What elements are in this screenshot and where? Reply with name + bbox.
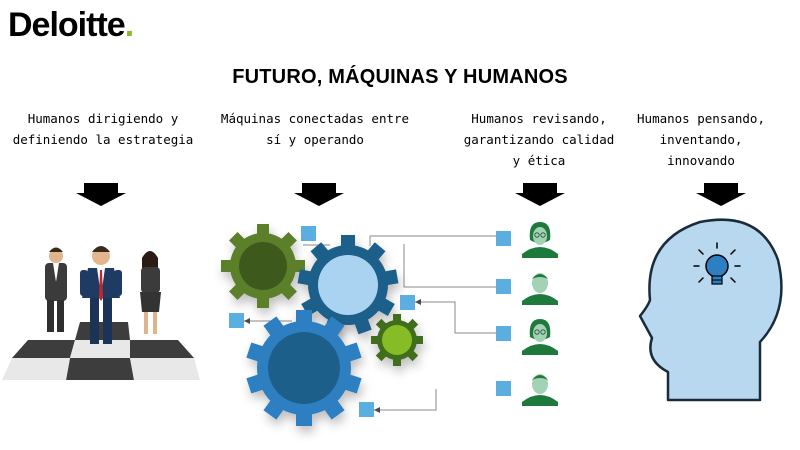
caption-line: innovando	[667, 153, 735, 168]
deloitte-logo: Deloitte.	[8, 6, 135, 45]
caption-line: garantizando calidad	[463, 132, 615, 147]
logo-dot: .	[124, 6, 135, 44]
caption-line: Máquinas conectadas entre	[220, 111, 410, 126]
caption-line: definiendo la estrategia	[12, 132, 194, 147]
caption-line: sí y operando	[266, 132, 364, 147]
caption-review: Humanos revisando, garantizando calidad …	[444, 108, 634, 171]
down-arrow-icon	[696, 183, 746, 206]
logo-text: Deloitte	[8, 6, 126, 44]
lightbulb-icon	[693, 242, 741, 285]
caption-thinking: Humanos pensando, inventando, innovando	[606, 108, 796, 171]
caption-strategy: Humanos dirigiendo y definiendo la estra…	[8, 108, 198, 150]
page-title: FUTURO, MÁQUINAS Y HUMANOS	[232, 66, 568, 88]
down-arrow-icon	[515, 183, 565, 206]
caption-line: inventando,	[659, 132, 743, 147]
head-lightbulb-icon	[638, 218, 783, 402]
caption-line: Humanos pensando,	[637, 111, 765, 126]
caption-line: Humanos revisando,	[471, 111, 607, 126]
caption-line: Humanos dirigiendo y	[27, 111, 179, 126]
down-arrow-icon	[294, 183, 344, 206]
business-people-chessboard-icon	[2, 246, 200, 380]
reviewers-icon	[522, 222, 558, 406]
caption-machines: Máquinas conectadas entre sí y operando	[220, 108, 410, 150]
gears-network-icon	[221, 224, 511, 426]
caption-line: y ética	[512, 153, 566, 168]
down-arrow-icon	[76, 183, 126, 206]
